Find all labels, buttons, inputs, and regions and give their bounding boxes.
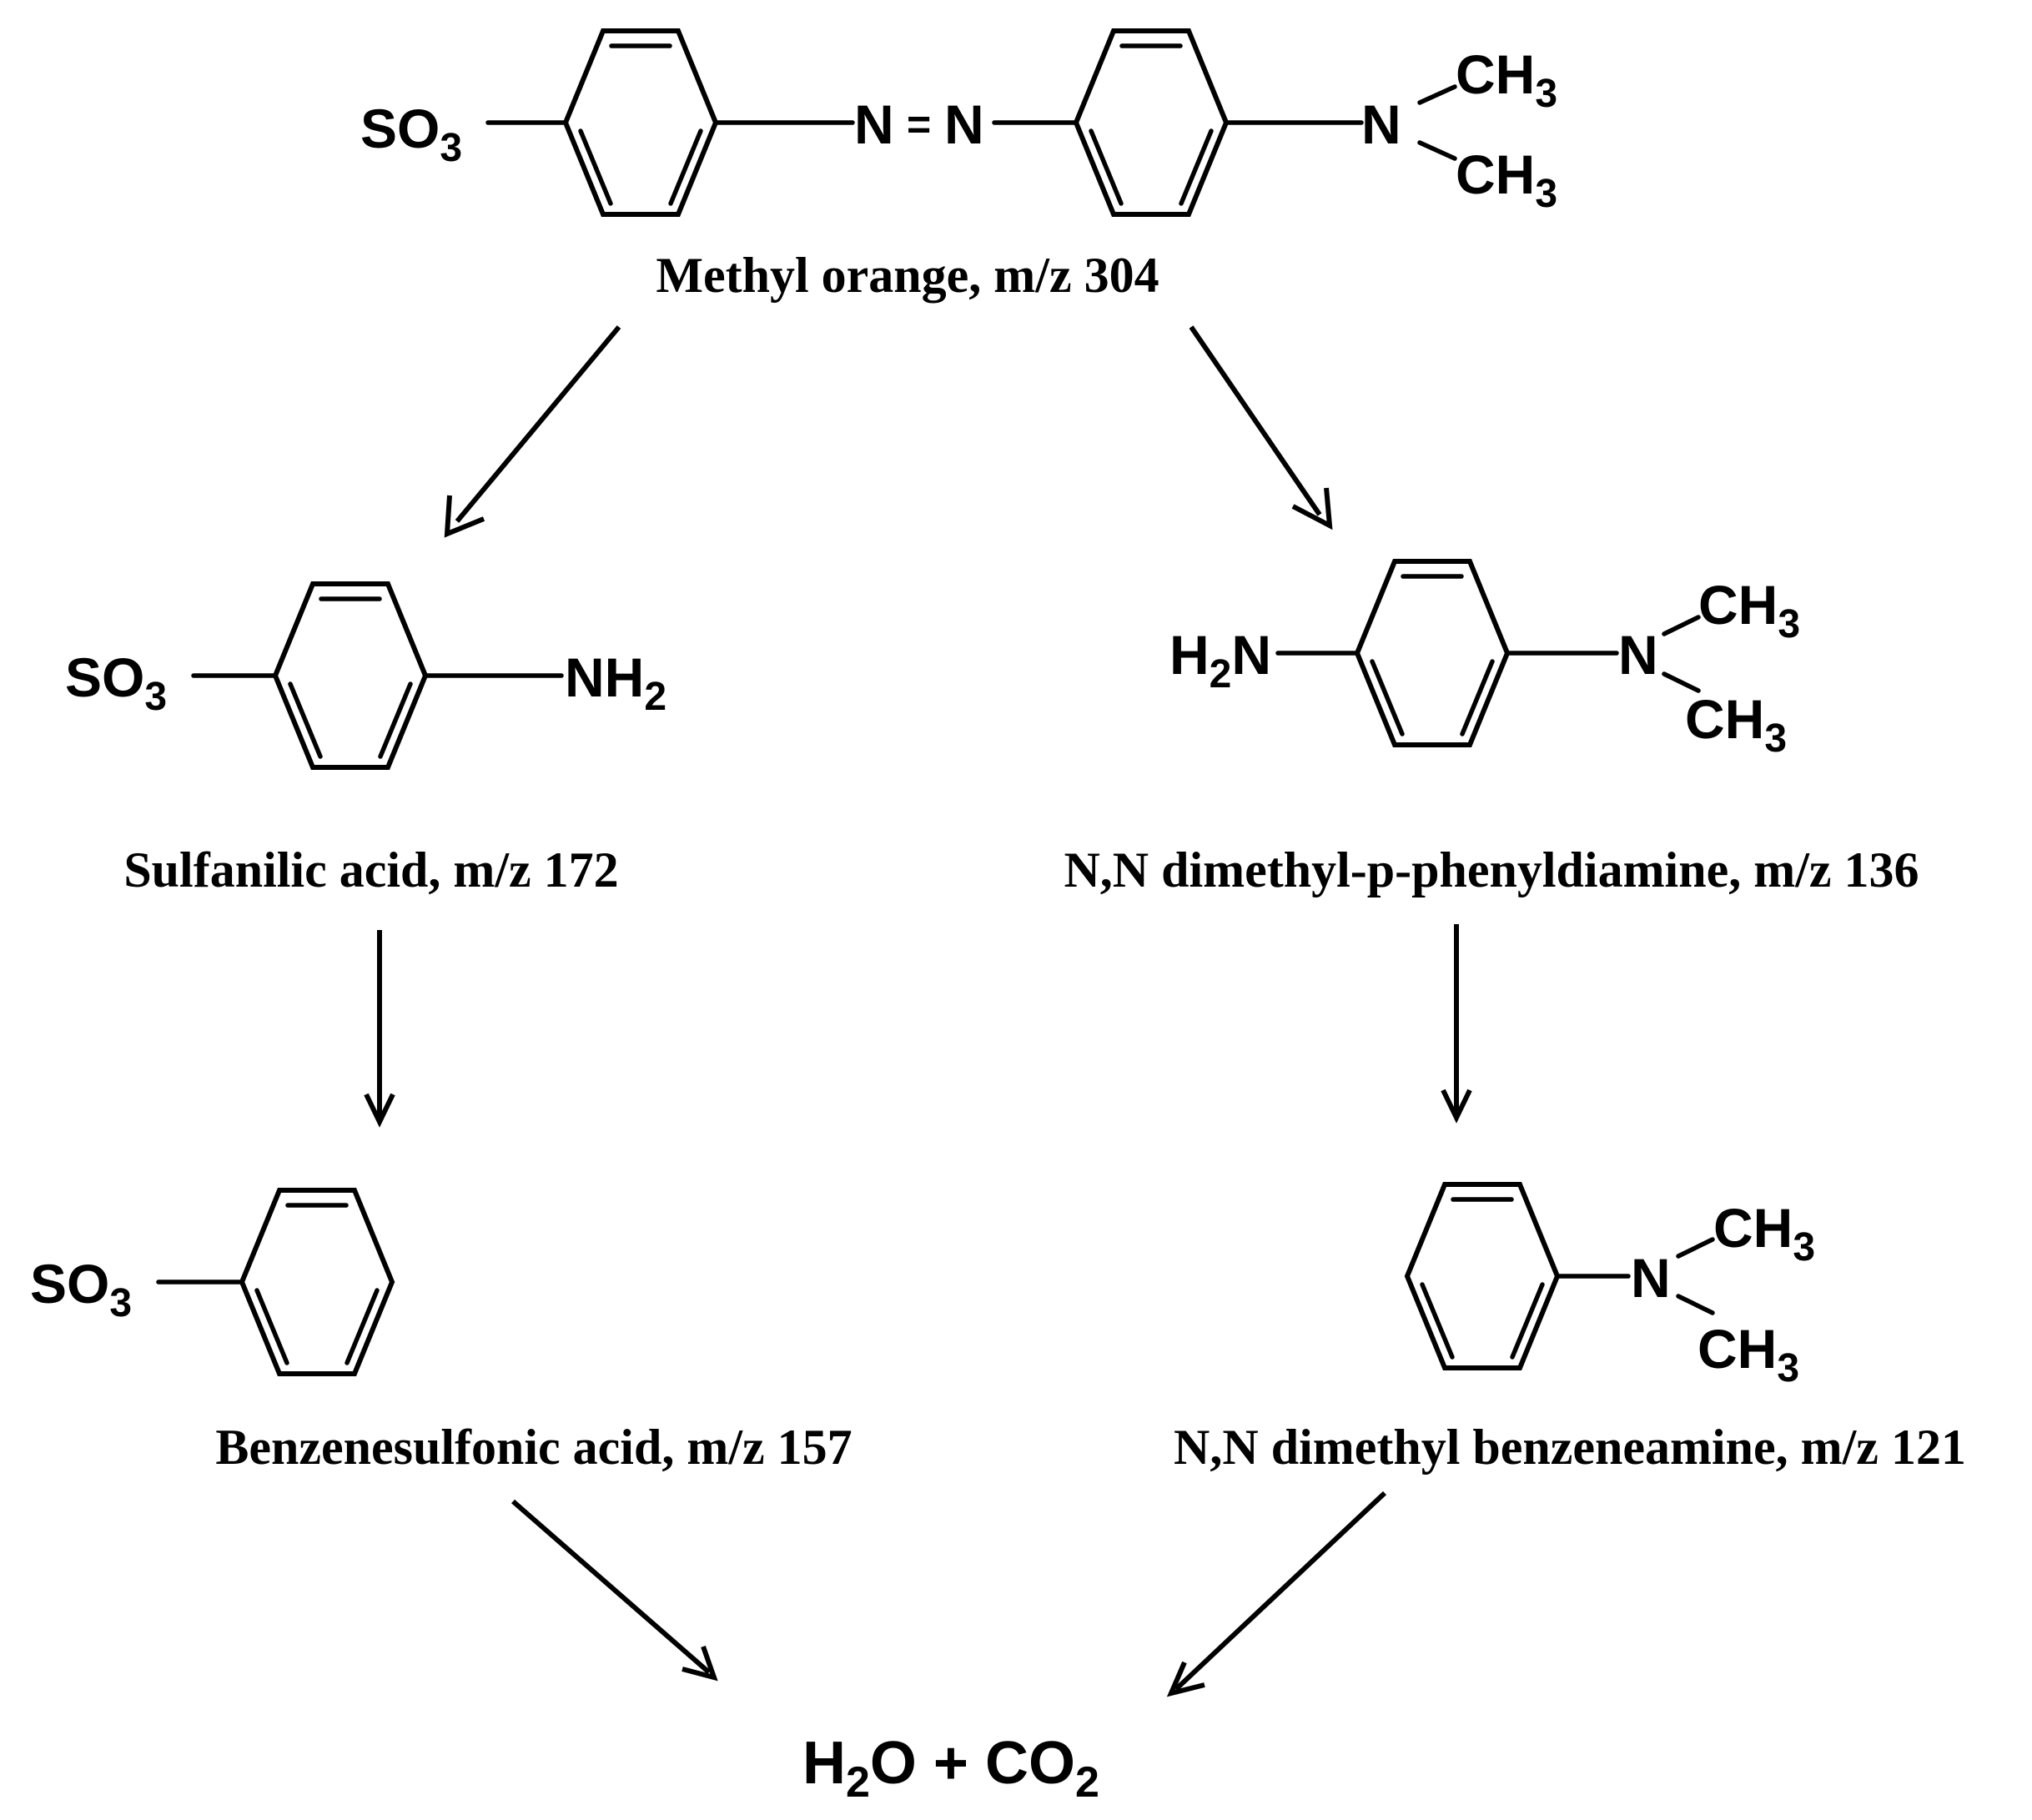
amine-n: N <box>1631 1247 1671 1309</box>
arrow-to-final-right <box>1174 1491 1387 1692</box>
dimethyl-benzeneamine-caption: N,N dimethyl benzeneamine, m/z 121 <box>1174 1420 1966 1475</box>
benzene-ring <box>1357 561 1507 745</box>
bond <box>1676 1294 1715 1315</box>
arrowhead <box>1166 1661 1205 1697</box>
azo-double-bond: = <box>907 101 931 148</box>
ch3-bottom: CH3 <box>1685 688 1787 761</box>
azo-n1: N <box>854 93 894 155</box>
so3-label: SO3 <box>360 98 462 170</box>
benzene-ring <box>242 1190 392 1374</box>
bond <box>1662 671 1701 693</box>
dmppd-caption: N,N dimethyl-p-phenyldiamine, m/z 136 <box>1064 842 1919 897</box>
dimethyl-benzeneamine-structure: N CH3 CH3 <box>1407 1184 1815 1390</box>
h2n-label: H2N <box>1169 624 1271 696</box>
benzene-ring <box>1407 1184 1557 1368</box>
methyl-orange-structure: SO3 N = N N CH3 CH3 <box>360 31 1557 216</box>
final-products-label: H2O + CO2 <box>802 1730 1099 1807</box>
benzene-ring <box>275 584 425 767</box>
sulfanilic-acid-structure: SO3 NH2 <box>65 584 666 767</box>
bond <box>1676 1237 1715 1259</box>
benzenesulfonic-acid-caption: Benzenesulfonic acid, m/z 157 <box>215 1420 852 1475</box>
arrowhead <box>364 1093 395 1128</box>
amine-n: N <box>1618 624 1658 686</box>
amine-n: N <box>1361 93 1401 155</box>
ch3-top: CH3 <box>1713 1197 1815 1269</box>
arrowhead <box>1441 1088 1472 1124</box>
bond <box>1417 84 1457 105</box>
bond <box>1417 140 1457 161</box>
sulfanilic-acid-caption: Sulfanilic acid, m/z 172 <box>123 842 618 897</box>
arrow-to-final-left <box>511 1499 711 1675</box>
arrowhead <box>1291 487 1333 530</box>
azo-n2: N <box>944 93 984 155</box>
benzenesulfonic-acid-structure: SO3 <box>30 1190 392 1374</box>
methyl-orange-caption: Methyl orange, m/z 304 <box>656 248 1159 303</box>
so3-label: SO3 <box>65 646 167 719</box>
arrow-to-sulfanilic <box>455 325 621 523</box>
benzene-ring-left <box>566 31 716 214</box>
arrowhead <box>682 1646 718 1682</box>
arrow-to-dmppd <box>1189 325 1322 516</box>
dmppd-structure: H2N N CH3 CH3 <box>1169 561 1800 761</box>
ch3-top: CH3 <box>1456 43 1557 116</box>
benzene-ring-right <box>1076 31 1226 214</box>
bond <box>1662 615 1701 636</box>
nh2-label: NH2 <box>565 646 666 719</box>
ch3-top: CH3 <box>1698 574 1800 646</box>
arrowhead <box>444 495 485 538</box>
ch3-bottom: CH3 <box>1698 1318 1799 1390</box>
so3-label: SO3 <box>30 1253 132 1325</box>
ch3-bottom: CH3 <box>1456 143 1557 216</box>
